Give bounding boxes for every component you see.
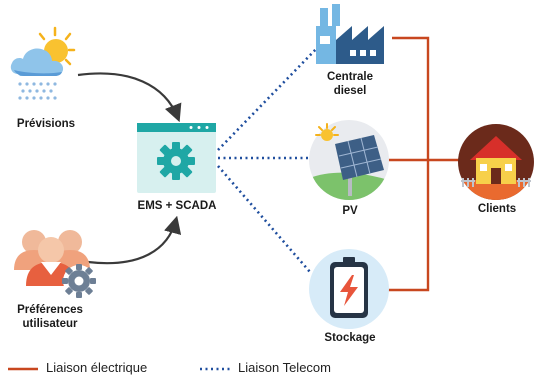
telecom-link-diesel (217, 44, 321, 151)
gear-icon (157, 142, 195, 180)
factory-icon (316, 4, 384, 64)
label-ems-scada: EMS + SCADA (137, 200, 217, 212)
label-clients: Clients (477, 203, 517, 215)
label-previsions: Prévisions (16, 118, 76, 130)
telecom-link-stockage (217, 165, 311, 273)
house-icon (458, 124, 534, 200)
settings-badge-icon (62, 264, 96, 298)
arrow-preferences-to-ems (87, 215, 182, 265)
label-diesel: Centrale diesel (326, 71, 374, 97)
label-stockage: Stockage (324, 332, 376, 344)
electric-link-stockage (388, 160, 430, 292)
users-icon (14, 230, 96, 298)
legend-telecom-label: Liaison Telecom (238, 360, 331, 375)
arrow-previsions-to-ems (77, 72, 182, 123)
electric-link-diesel (392, 36, 430, 160)
electric-links (388, 36, 465, 292)
solar-panel-icon (309, 120, 389, 200)
battery-icon (309, 249, 389, 329)
label-preferences: Préférences utilisateur (17, 304, 83, 330)
legend-electric-label: Liaison électrique (46, 360, 148, 375)
weather-icon (10, 26, 76, 100)
ems-scada-icon (137, 123, 216, 193)
telecom-links (217, 44, 321, 273)
label-pv: PV (342, 205, 358, 217)
